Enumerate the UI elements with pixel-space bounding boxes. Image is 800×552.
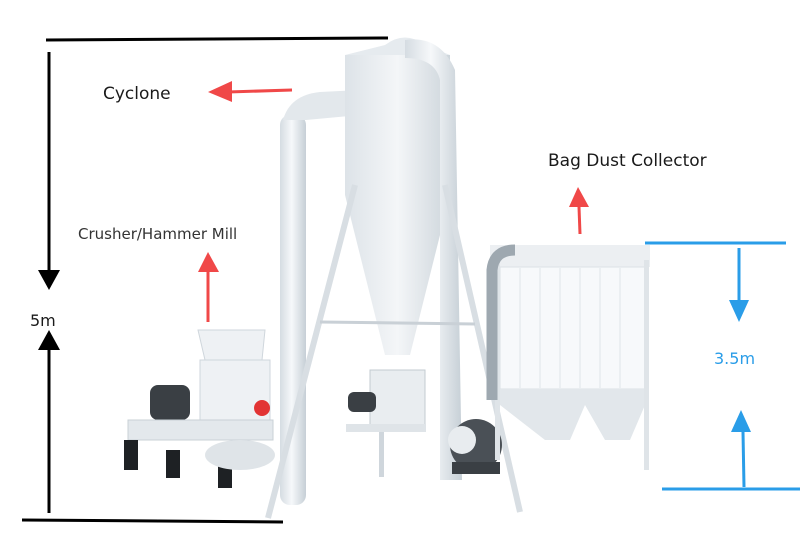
arrow-up-icon — [569, 187, 589, 207]
crusher-label: Crusher/Hammer Mill — [78, 225, 238, 243]
arrow-up-icon — [731, 410, 751, 432]
hammer-mill-unit — [124, 329, 275, 488]
total-height-label: 5m — [30, 311, 56, 330]
cyclone-unit — [265, 37, 523, 519]
callout-arrows — [198, 81, 589, 322]
cyclone-label: Cyclone — [103, 84, 171, 104]
blower-fan — [448, 419, 502, 474]
collector-height-label: 3.5m — [714, 349, 756, 368]
arrow-left-icon — [208, 81, 232, 102]
total-height-dimension — [21, 36, 389, 524]
arrow-down-icon — [729, 300, 749, 322]
bag-dust-collector-label: Bag Dust Collector — [548, 151, 707, 171]
bag-dust-collector-unit — [486, 244, 650, 470]
collector-height-dimension — [645, 241, 800, 491]
arrow-up-icon — [38, 330, 60, 350]
arrow-down-icon — [38, 270, 60, 290]
arrow-up-icon — [198, 252, 219, 272]
